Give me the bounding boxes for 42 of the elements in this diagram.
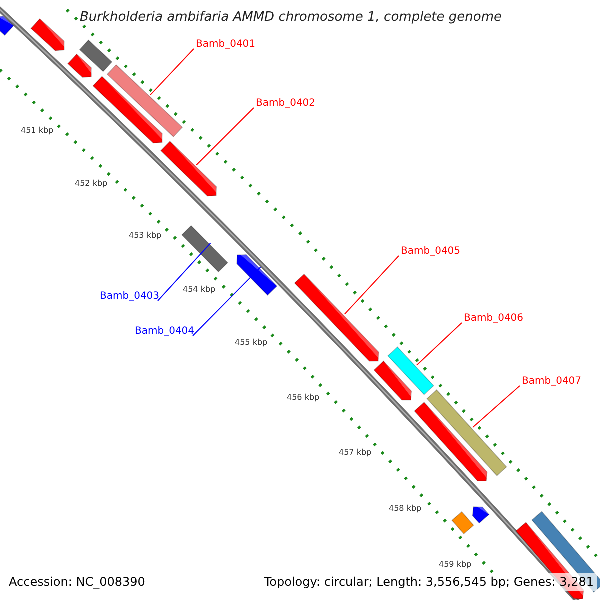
gene-label: Bamb_0402 [256, 99, 316, 109]
gene-feature [106, 64, 184, 138]
scale-label: 454 kbp [183, 286, 216, 294]
scale-label: 452 kbp [75, 180, 108, 188]
gene-label: Bamb_0404 [135, 327, 195, 337]
gene-feature [79, 40, 113, 72]
gene-feature [426, 390, 508, 476]
gene-feature [236, 254, 278, 296]
gene-label: Bamb_0406 [464, 314, 524, 324]
accession-text: Accession: NC_008390 [9, 576, 146, 588]
scale-label: 451 kbp [21, 127, 54, 135]
scale-label: 456 kbp [287, 394, 320, 402]
leader-line [344, 256, 400, 315]
gene-label: Bamb_0403 [100, 292, 160, 302]
title: Burkholderia ambifaria AMMD chromosome 1, complete genome [80, 11, 502, 24]
leader-line [150, 48, 194, 96]
scale-label: 453 kbp [129, 232, 162, 240]
gene-feature [374, 360, 413, 401]
gene-feature [388, 346, 434, 396]
scale-label: 458 kbp [389, 505, 422, 513]
gene-feature [472, 506, 490, 524]
leader-line [472, 386, 520, 428]
gene-feature [92, 76, 164, 144]
leader-line [196, 108, 254, 166]
gene-label: Bamb_0407 [522, 377, 582, 387]
gene-feature [452, 511, 474, 535]
gene-feature [294, 274, 380, 362]
gene-label: Bamb_0401 [196, 40, 256, 50]
scale-label: 455 kbp [235, 339, 268, 347]
gene-feature [160, 141, 218, 197]
leader-line [158, 242, 212, 302]
gene-label: Bamb_0405 [401, 247, 461, 257]
gene-feature [0, 16, 14, 36]
leader-line [192, 266, 262, 336]
gene-feature [67, 54, 93, 78]
scale-label: 457 kbp [339, 449, 372, 457]
gene-feature [414, 402, 488, 482]
gene-feature [30, 18, 66, 52]
gene-feature [182, 225, 228, 273]
genome-summary: Topology: circular; Length: 3,556,545 bp; Genes: 3,281 [261, 573, 597, 591]
leader-line [416, 322, 462, 366]
scale-label: 459 kbp [439, 561, 472, 569]
